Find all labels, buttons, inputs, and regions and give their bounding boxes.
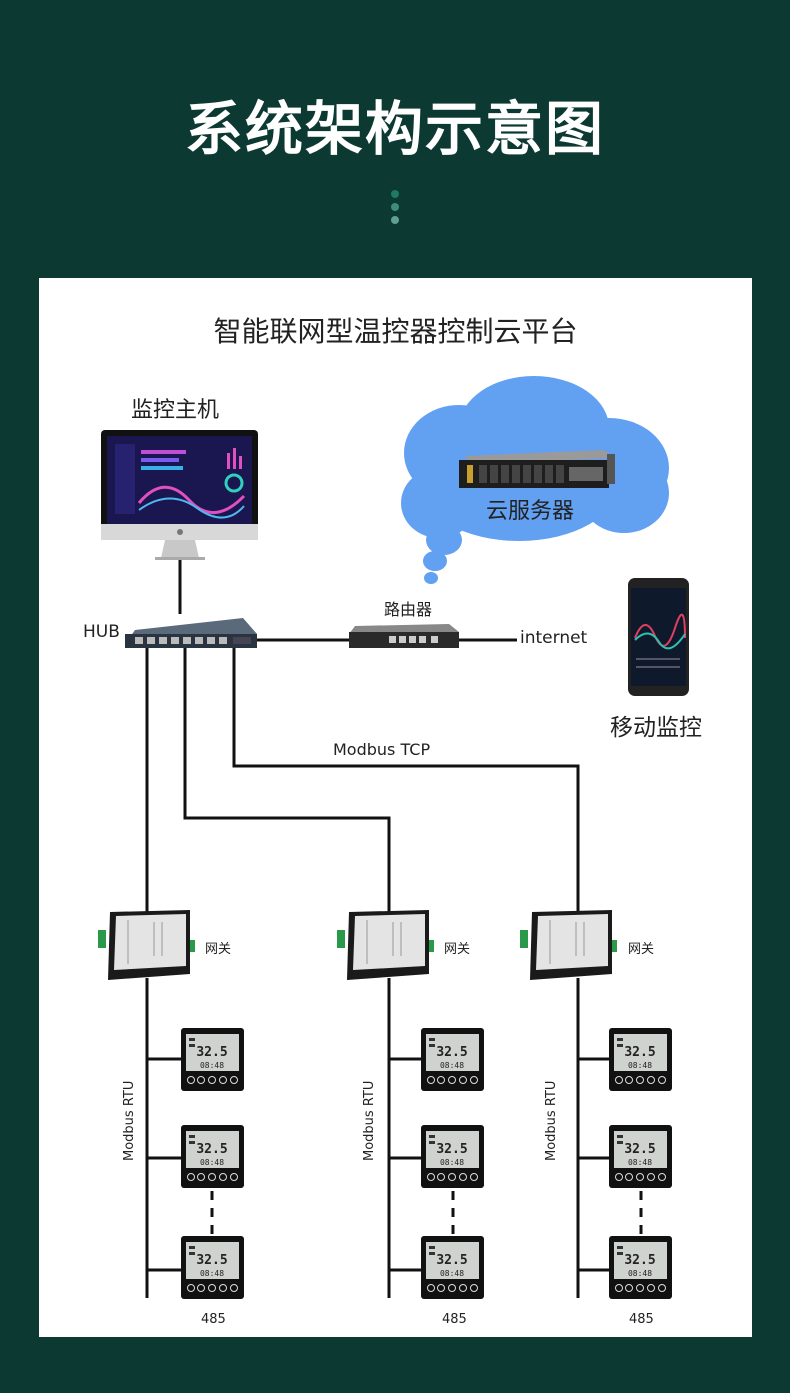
cloud-server-label: 云服务器 [486,499,575,524]
thermostat-icon [420,1235,485,1300]
thermostat-icon [420,1124,485,1189]
thermostat-icon [180,1124,245,1189]
gateway-icon [519,909,618,981]
thermostat-icon [608,1124,673,1189]
internet-label: internet [520,628,588,648]
panel-title: 智能联网型温控器控制云平台 [213,315,578,348]
connection-lines [145,560,609,1298]
router-label: 路由器 [384,600,433,619]
bus-485-label: 485 [629,1312,654,1327]
thermostat-icon [420,1027,485,1092]
monitor-icon [101,430,258,560]
monitor-host-label: 监控主机 [131,398,220,423]
gateway-icon [336,909,435,981]
hub-label: HUB [83,622,120,642]
hub-switch-icon [125,618,257,648]
gateway-icon [97,909,196,981]
phone-icon [628,578,689,696]
dot-icon [391,216,399,224]
gateway-label: 网关 [444,942,471,957]
gateway-label: 网关 [628,942,655,957]
modbus-rtu-label: Modbus RTU [362,1080,377,1161]
bus-485-label: 485 [201,1312,226,1327]
gateway-label: 网关 [205,942,232,957]
architecture-panel: 32.5 08:48 [39,278,752,1337]
dot-icon [391,190,399,198]
mobile-monitor-label: 移动监控 [610,715,702,741]
ellipsis-dashes [210,1191,643,1235]
modbus-rtu-label: Modbus RTU [122,1080,137,1161]
modbus-rtu-label: Modbus RTU [544,1080,559,1161]
router-icon [349,624,459,648]
server-icon [459,450,615,488]
thermostat-icon [180,1235,245,1300]
bus-485-label: 485 [442,1312,467,1327]
dot-icon [391,203,399,211]
modbus-tcp-label: Modbus TCP [333,740,431,759]
thermostat-icon [180,1027,245,1092]
thermostat-icon [608,1027,673,1092]
decorative-dots [390,190,400,229]
page-title: 系统架构示意图 [184,95,605,163]
architecture-diagram: 32.5 08:48 [97,376,689,1300]
thermostat-icon [608,1235,673,1300]
